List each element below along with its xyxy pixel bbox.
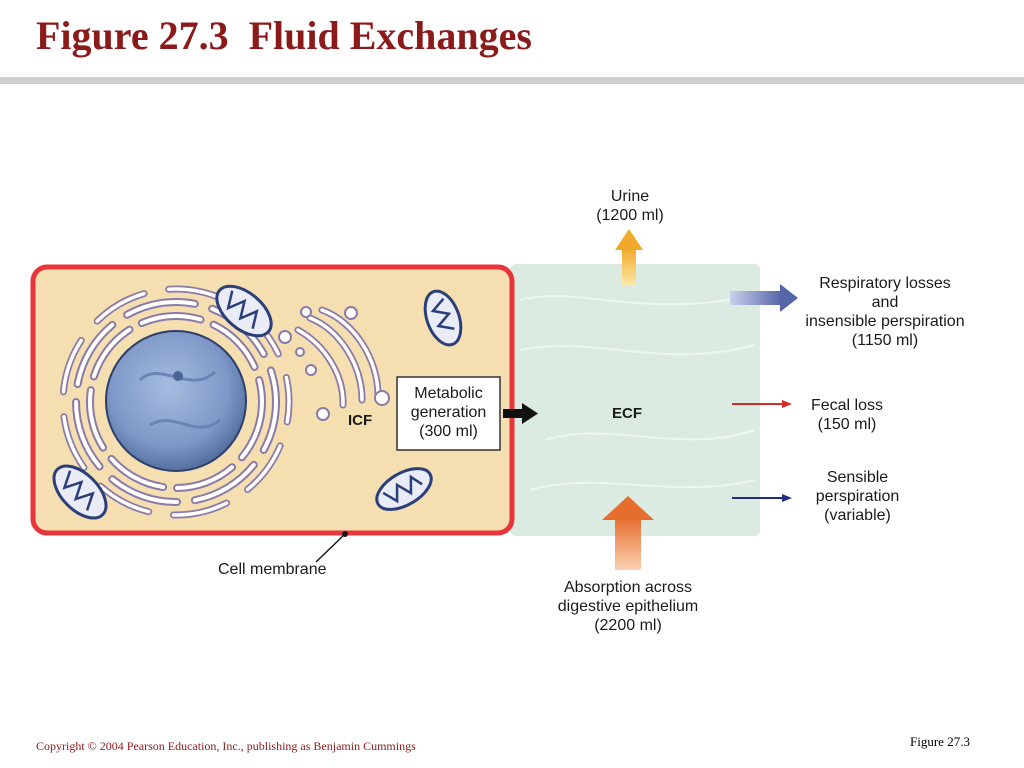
- copyright-footer: Copyright © 2004 Pearson Education, Inc.…: [36, 739, 416, 753]
- sensible-line-2: perspiration: [815, 488, 900, 505]
- icf-label: ICF: [348, 412, 373, 429]
- urine-arrow: [615, 229, 643, 286]
- metabolic-line-2: generation: [410, 404, 487, 421]
- respiratory-line-4: (1150 ml): [851, 332, 919, 349]
- respiratory-label: Respiratory losses and insensible perspi…: [790, 274, 980, 350]
- metabolic-arrow: [503, 403, 538, 424]
- respiratory-line-2: and: [871, 294, 899, 311]
- respiratory-line-1: Respiratory losses: [819, 275, 951, 292]
- ecf-region: [510, 264, 760, 536]
- sensible-arrow: [732, 494, 792, 502]
- cell-membrane-pointer: [315, 531, 348, 563]
- respiratory-line-3: insensible perspiration: [805, 313, 965, 330]
- sensible-label: Sensible perspiration (variable): [800, 468, 915, 525]
- slide-title: Figure 27.3 Fluid Exchanges: [36, 13, 532, 58]
- mitochondria: [52, 284, 463, 520]
- endoplasmic-reticulum: [59, 285, 293, 519]
- metabolic-line-3: (300 ml): [419, 423, 478, 440]
- absorption-line-3: (2200 ml): [594, 617, 662, 634]
- respiratory-arrow: [730, 284, 798, 312]
- ecf-label: ECF: [612, 405, 642, 422]
- vesicles: [278, 306, 390, 421]
- metabolic-box: [396, 376, 501, 451]
- title-divider: [0, 77, 1024, 84]
- nucleus: [105, 330, 247, 472]
- urine-label: Urine (1200 ml): [578, 187, 682, 225]
- fecal-arrow: [732, 400, 792, 408]
- fecal-line-1: Fecal loss: [810, 397, 884, 414]
- fecal-label: Fecal loss (150 ml): [797, 396, 897, 434]
- absorption-arrow: [602, 496, 654, 570]
- golgi-apparatus: [294, 306, 382, 409]
- urine-line-1: Urine: [610, 188, 650, 205]
- cell-membrane-label: Cell membrane: [218, 561, 327, 578]
- figure-number: Figure 27.3: [910, 734, 970, 749]
- metabolic-label: Metabolic generation (300 ml): [397, 384, 500, 441]
- absorption-line-1: Absorption across: [563, 579, 693, 596]
- sensible-line-1: Sensible: [826, 469, 889, 486]
- absorption-line-2: digestive epithelium: [557, 598, 699, 615]
- urine-line-2: (1200 ml): [596, 207, 664, 224]
- absorption-label: Absorption across digestive epithelium (…: [540, 578, 716, 635]
- fecal-line-2: (150 ml): [817, 416, 877, 433]
- sensible-line-3: (variable): [824, 507, 891, 524]
- metabolic-line-1: Metabolic: [414, 385, 483, 402]
